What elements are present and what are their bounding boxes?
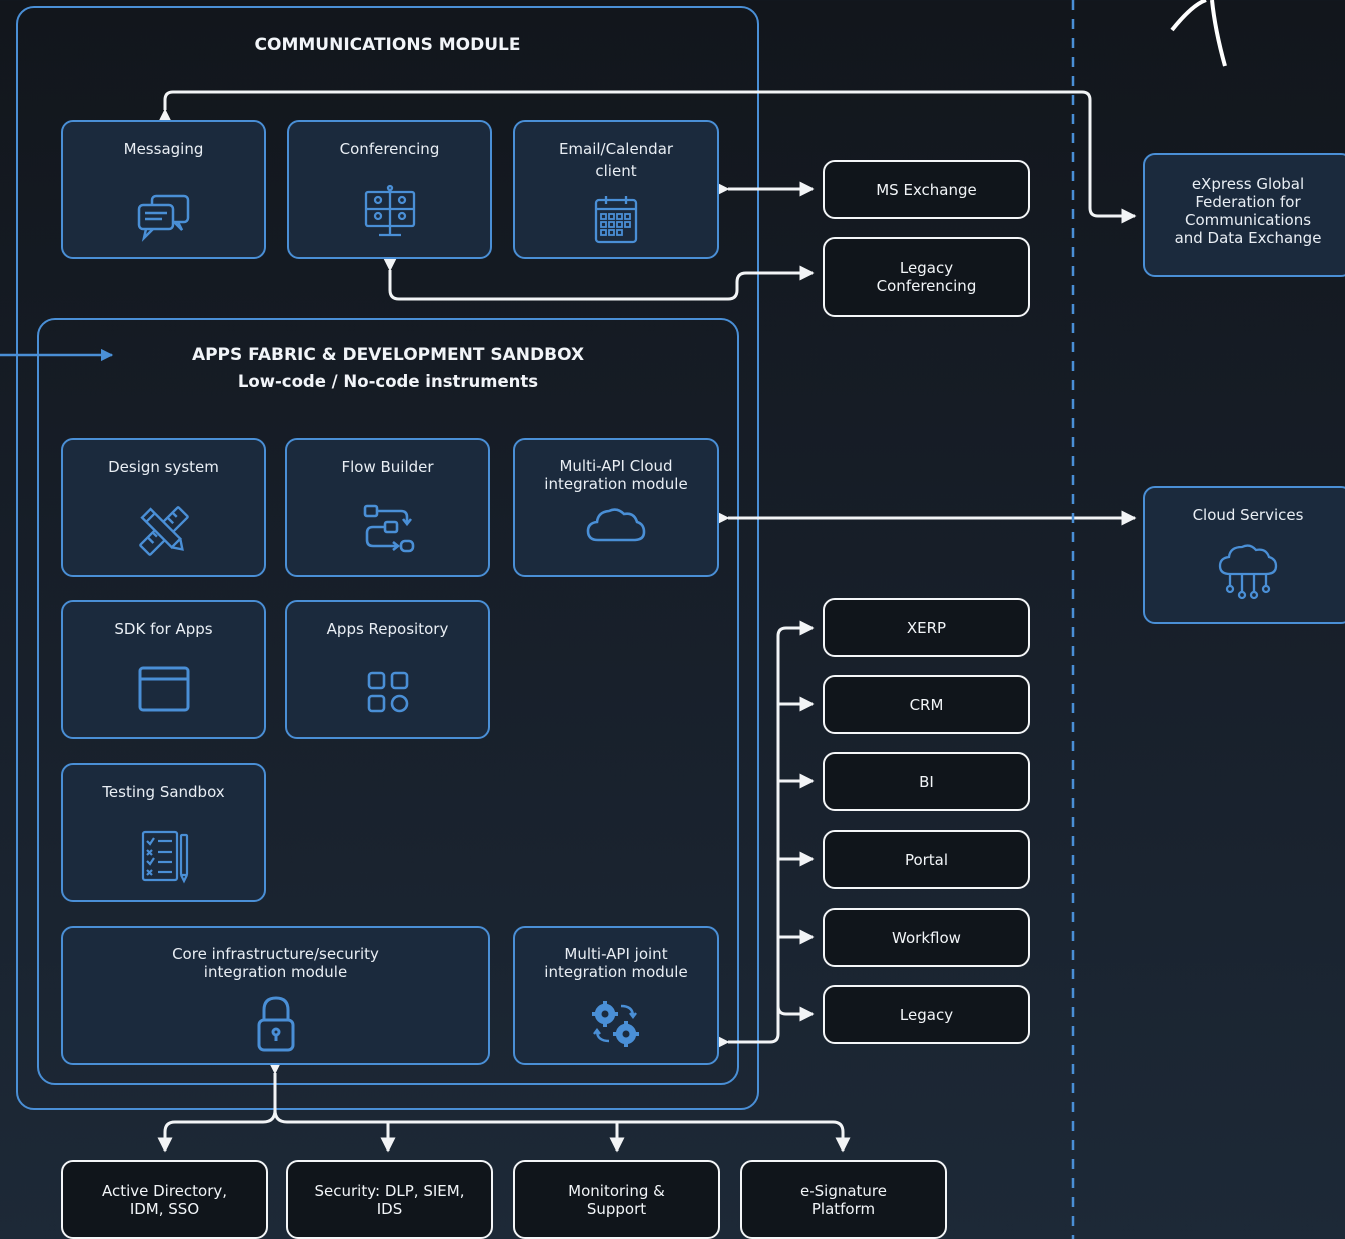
workflow-label: Workflow [892, 928, 961, 947]
flow-builder-label: Flow Builder [341, 458, 434, 476]
monitoring-box[interactable]: Monitoring & Support [513, 1160, 720, 1239]
apps-repository-label: Apps Repository [326, 620, 449, 638]
multi-api-joint-module[interactable]: Multi-API joint integration module [513, 926, 719, 1065]
active-directory-label: Active Directory, IDM, SSO [101, 1181, 228, 1218]
conferencing-module[interactable]: Conferencing [287, 120, 492, 259]
apps-fabric-subtitle: Low-code / No-code instruments [237, 372, 539, 391]
messaging-module[interactable]: Messaging [61, 120, 266, 259]
apps-grid-icon [367, 671, 408, 713]
security-label: Security: DLP, SIEM, IDS [314, 1181, 465, 1218]
multi-api-cloud-label: Multi-API Cloud integration module [544, 457, 688, 493]
core-infrastructure-module[interactable]: Core infrastructure/security integration… [61, 926, 490, 1065]
express-global-box[interactable]: eXpress Global Federation for Communicat… [1143, 153, 1345, 277]
decorative-stroke [1170, 0, 1227, 67]
express-global-label: eXpress Global Federation for Communicat… [1174, 175, 1322, 247]
conferencing-label: Conferencing [339, 140, 440, 158]
apps-fabric-frame: APPS FABRIC & DEVELOPMENT SANDBOX Low-co… [37, 318, 739, 1085]
crm-label: CRM [909, 695, 944, 714]
legacy-conferencing-box[interactable]: Legacy Conferencing [823, 237, 1030, 317]
xerp-label: XERP [906, 618, 947, 637]
portal-label: Portal [904, 850, 949, 869]
workflow-box[interactable]: Workflow [823, 908, 1030, 967]
xerp-box[interactable]: XERP [823, 598, 1030, 657]
sdk-for-apps-module[interactable]: SDK for Apps [61, 600, 266, 739]
active-directory-box[interactable]: Active Directory, IDM, SSO [61, 1160, 268, 1239]
ruler-pencil-icon [138, 506, 189, 556]
monitoring-label: Monitoring & Support [568, 1181, 665, 1218]
lock-icon [257, 996, 294, 1052]
cloud-icon [586, 508, 646, 542]
window-icon [138, 666, 189, 712]
checklist-icon [141, 830, 188, 884]
cloud-services-box[interactable]: Cloud Services [1143, 486, 1345, 624]
e-signature-label: e-Signature Platform [799, 1181, 887, 1218]
link-core-right [273, 1109, 851, 1153]
communications-module-frame: COMMUNICATIONS MODULE [16, 6, 759, 1110]
email-calendar-module[interactable]: Email/Calendar client [513, 120, 719, 259]
design-system-label: Design system [108, 458, 219, 476]
legacy-box[interactable]: Legacy [823, 985, 1030, 1044]
security-box[interactable]: Security: DLP, SIEM, IDS [286, 1160, 493, 1239]
sdk-for-apps-label: SDK for Apps [114, 620, 213, 638]
multi-api-cloud-module[interactable]: Multi-API Cloud integration module [513, 438, 719, 577]
video-conference-icon [364, 184, 415, 237]
messaging-label: Messaging [123, 140, 204, 158]
calendar-icon [594, 196, 638, 244]
cloud-network-icon [1218, 544, 1278, 600]
apps-repository-module[interactable]: Apps Repository [285, 600, 490, 739]
link-legacy [776, 1005, 815, 1022]
gears-icon [592, 1001, 639, 1047]
communications-module-title: COMMUNICATIONS MODULE [254, 35, 521, 55]
cloud-services-label: Cloud Services [1192, 506, 1304, 524]
bi-label: BI [919, 772, 934, 791]
testing-sandbox-label: Testing Sandbox [102, 783, 225, 801]
flow-builder-module[interactable]: Flow Builder [285, 438, 490, 577]
design-system-module[interactable]: Design system [61, 438, 266, 577]
multi-api-joint-label: Multi-API joint integration module [544, 945, 688, 981]
flow-icon [363, 504, 414, 553]
legacy-label: Legacy [899, 1005, 954, 1024]
apps-fabric-title: APPS FABRIC & DEVELOPMENT SANDBOX [191, 345, 585, 365]
core-infrastructure-label: Core infrastructure/security integration… [172, 945, 379, 981]
email-calendar-label: Email/Calendar client [558, 140, 674, 180]
legacy-conferencing-label: Legacy Conferencing [876, 259, 977, 295]
bi-box[interactable]: BI [823, 752, 1030, 811]
testing-sandbox-module[interactable]: Testing Sandbox [61, 763, 266, 902]
portal-box[interactable]: Portal [823, 830, 1030, 889]
e-signature-box[interactable]: e-Signature Platform [740, 1160, 947, 1239]
ms-exchange-box[interactable]: MS Exchange [823, 160, 1030, 219]
crm-box[interactable]: CRM [823, 675, 1030, 734]
chat-bubbles-icon [137, 194, 189, 242]
ms-exchange-label: MS Exchange [876, 180, 977, 199]
